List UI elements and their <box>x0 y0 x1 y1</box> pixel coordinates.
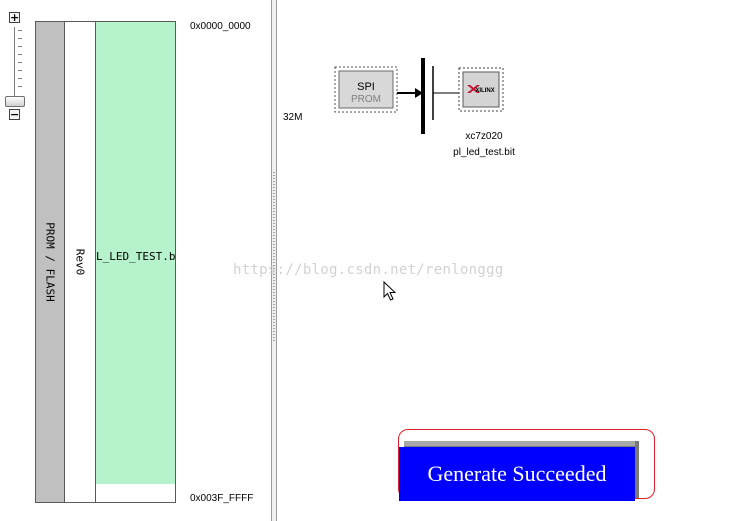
prom-title: SPI <box>357 81 375 93</box>
revision-column[interactable]: Rev0 <box>65 22 96 502</box>
zoom-tick <box>18 46 22 47</box>
device-column-label: PROM / FLASH <box>43 222 57 302</box>
fpga-bitstream-file: pl_led_test.bit <box>453 147 515 158</box>
spi-prom-chip[interactable]: SPI PROM <box>334 66 398 113</box>
memory-size-label: 32M <box>283 112 303 123</box>
zoom-tick <box>18 78 22 79</box>
fpga-part-number: xc7z020 <box>465 131 503 142</box>
zoom-tick <box>18 86 22 87</box>
prom-subtitle: PROM <box>351 94 381 105</box>
zoom-out-button[interactable]: − <box>9 108 20 121</box>
end-address: 0x003F_FFFF <box>190 493 254 504</box>
watermark: https://blog.csdn.net/renlonggg <box>233 262 504 278</box>
zoom-tick <box>18 38 22 39</box>
zoom-track[interactable] <box>14 27 15 107</box>
zoom-tick <box>18 70 22 71</box>
file-block-label: L_LED_TEST.bi <box>96 250 175 263</box>
status-message[interactable]: Generate Succeeded <box>399 447 635 501</box>
zoom-slider[interactable]: + − <box>5 12 27 124</box>
panel-splitter[interactable] <box>271 0 277 521</box>
start-address: 0x0000_0000 <box>190 21 251 32</box>
memory-map: PROM / FLASH Rev0 L_LED_TEST.bi <box>35 21 176 503</box>
device-column[interactable]: PROM / FLASH <box>36 22 65 502</box>
fpga-chip[interactable]: XILINX <box>458 67 504 112</box>
xilinx-logo-icon <box>467 85 480 93</box>
xilinx-logo-text: XILINX <box>475 88 494 94</box>
file-block[interactable]: L_LED_TEST.bi <box>96 22 175 484</box>
arrow-cursor-icon <box>383 281 397 301</box>
zoom-tick <box>18 30 22 31</box>
splitter-grip[interactable] <box>273 172 275 342</box>
device-chain-panel: 32M SPI PROM XILINX xc7z020 pl_led_test.… <box>277 0 748 521</box>
chain-diagram: SPI PROM XILINX <box>334 58 504 134</box>
zoom-thumb[interactable] <box>5 96 25 107</box>
revision-label: Rev0 <box>73 248 87 276</box>
zoom-tick <box>18 54 22 55</box>
arrow-right-icon <box>415 88 423 98</box>
zoom-tick <box>18 62 22 63</box>
status-shadow-highlight <box>404 441 635 446</box>
memory-map-panel: + − PROM / FLASH Rev0 L_LED_TEST.bi 0x00… <box>0 0 271 521</box>
zoom-in-button[interactable]: + <box>9 11 20 24</box>
